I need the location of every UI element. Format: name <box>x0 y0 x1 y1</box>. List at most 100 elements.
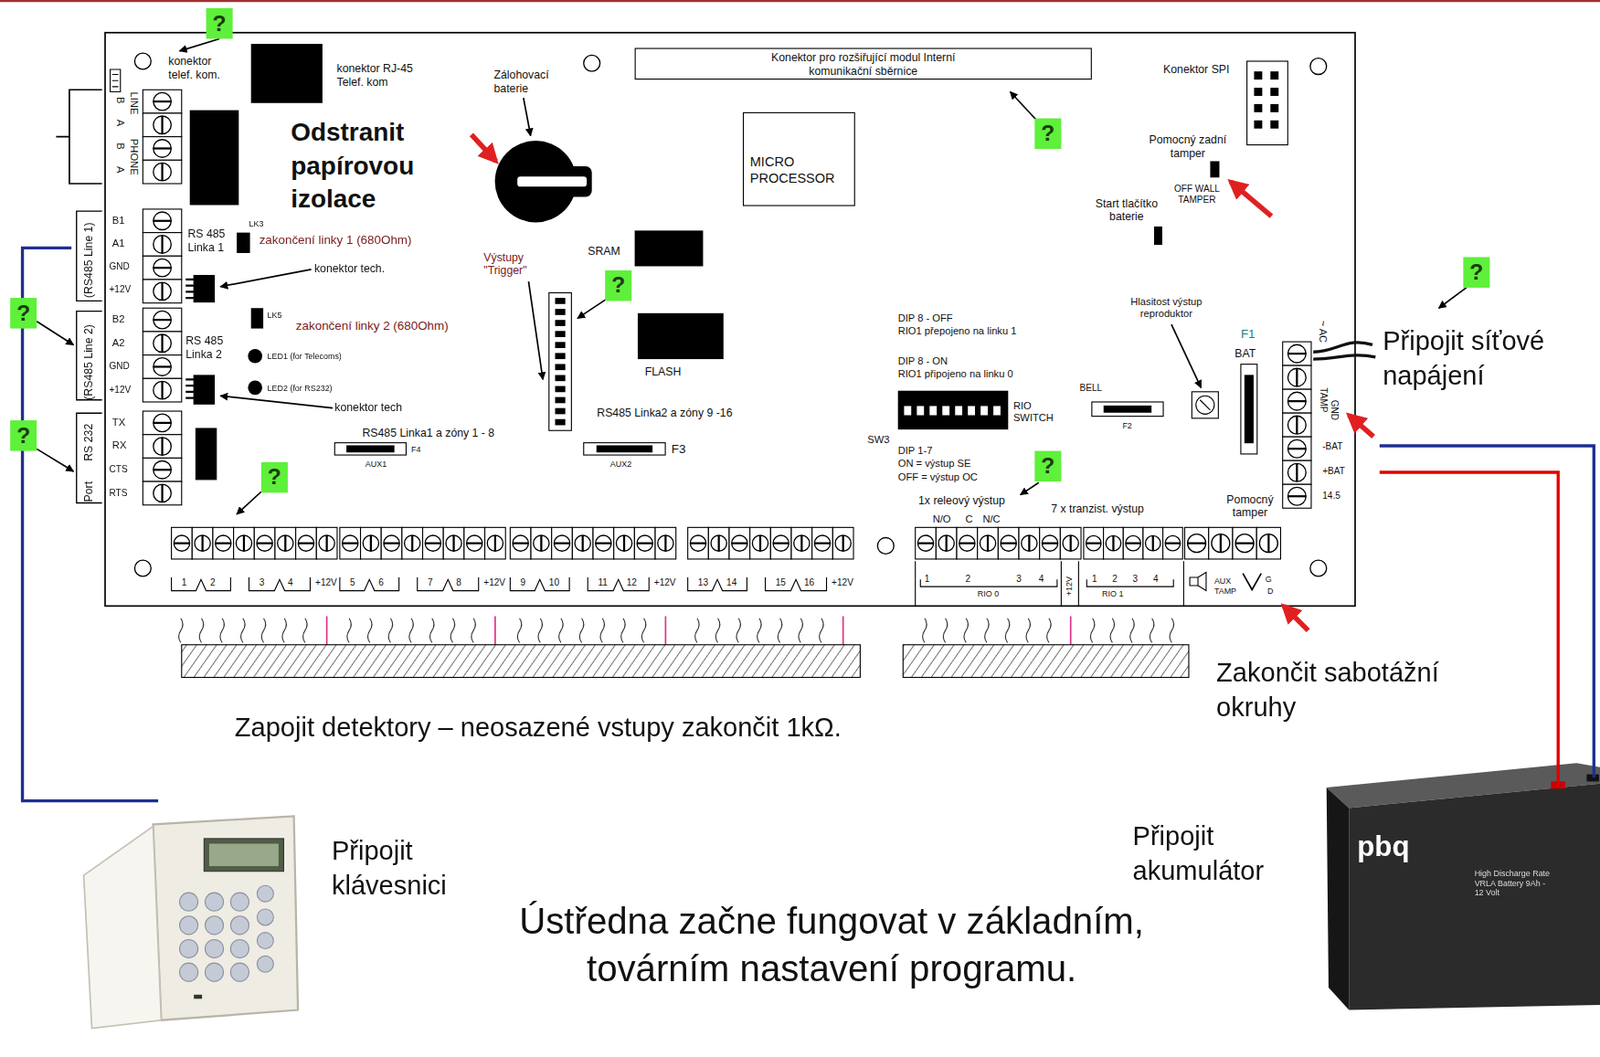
keypad-illustration <box>180 916 199 935</box>
label-text: A <box>114 166 127 173</box>
spi-pin <box>1270 120 1279 129</box>
screw-terminal <box>153 381 172 400</box>
screw-terminal <box>142 331 181 356</box>
screw-terminal <box>160 162 163 181</box>
screw-terminal <box>1027 535 1030 551</box>
cable-duct <box>181 645 861 679</box>
label-text: RIO SWITCH <box>1013 400 1065 425</box>
screw-terminal <box>153 358 172 377</box>
screw-terminal <box>582 535 584 551</box>
detector-wire <box>409 618 414 644</box>
screw-terminal <box>623 535 626 551</box>
zone-bracket <box>765 577 827 592</box>
screw-terminal <box>1059 527 1081 560</box>
screw-terminal <box>835 535 851 551</box>
label-text: C <box>964 513 973 526</box>
leader-arrow <box>577 297 609 318</box>
bracket <box>55 89 102 184</box>
keypad-illustration <box>230 963 249 982</box>
screw-terminal <box>160 484 163 503</box>
leader-arrow <box>36 321 74 346</box>
label-text: RIO 0 <box>977 589 999 600</box>
screw-terminal <box>142 209 181 234</box>
led <box>247 349 263 364</box>
spi-pin <box>1253 71 1279 129</box>
screw-terminal <box>212 527 234 560</box>
screw-terminal <box>814 542 830 545</box>
detector-wire <box>943 618 947 644</box>
detector-wire <box>261 618 265 644</box>
screw-terminal <box>512 535 529 551</box>
screw-terminal <box>485 527 507 560</box>
screw-terminal <box>142 279 181 304</box>
screw-terminal <box>1295 415 1298 435</box>
screw-terminal <box>423 527 445 560</box>
detector-wire <box>964 618 968 644</box>
screw-terminal <box>1256 527 1281 560</box>
screw-terminal <box>1259 534 1278 553</box>
screw-terminal <box>194 535 211 551</box>
trigger-pin <box>554 341 565 349</box>
cable-duct <box>902 645 1189 679</box>
detector-wire <box>922 618 927 644</box>
label-text: 10 <box>549 577 560 589</box>
label-text: Zálohovací baterie <box>493 68 565 96</box>
detector-wire <box>538 618 542 644</box>
label-text: Konektor SPI <box>1163 63 1230 77</box>
spi-pin <box>1253 87 1262 96</box>
label-text: TX <box>112 416 126 429</box>
screw-terminal <box>383 535 400 551</box>
label-text: D <box>1267 586 1273 597</box>
spi-pin <box>1253 104 1262 113</box>
label-text: A1 <box>112 237 126 250</box>
label-text: B2 <box>112 313 126 326</box>
label-text: B <box>114 142 127 149</box>
question-marker: ? <box>1462 256 1490 288</box>
screw-terminal <box>752 535 768 551</box>
bus-connector-box: Konektor pro rozšiřující modul Interní k… <box>635 47 1092 80</box>
screw-terminal <box>977 527 999 560</box>
screw-terminal <box>1021 535 1038 551</box>
screw-terminal <box>773 535 789 551</box>
mounting-hole <box>134 560 151 577</box>
fuse-symbol <box>347 445 394 453</box>
detector-wire <box>1070 615 1072 645</box>
screw-terminal <box>142 233 181 257</box>
node-text: ? <box>267 462 282 494</box>
screw-terminal <box>710 535 727 551</box>
label-text: 3 <box>1133 573 1139 585</box>
screw-terminal <box>160 334 163 353</box>
screw-terminal <box>153 162 172 181</box>
label-text: CTS <box>108 464 128 476</box>
screw-terminal <box>142 457 181 482</box>
label-text: RS485 Linka1 a zóny 1 - 8 <box>361 426 495 441</box>
screw-terminal <box>689 535 706 551</box>
question-marker: ? <box>1034 118 1061 150</box>
tech-connector <box>193 275 214 303</box>
label-text: SW3 <box>867 434 890 446</box>
detector-wire <box>1149 618 1154 644</box>
screw-terminal <box>142 255 181 280</box>
label-text: 3 <box>1016 573 1022 585</box>
volume-potentiometer <box>1191 392 1219 419</box>
rj45-connector <box>251 43 323 104</box>
screw-terminal <box>917 542 933 545</box>
trigger-connector <box>549 292 573 431</box>
processor-box: MICRO PROCESSOR <box>742 112 856 207</box>
screw-terminal <box>1282 413 1312 437</box>
screw-terminal <box>729 527 751 560</box>
label-text: N/O <box>932 513 952 526</box>
screw-terminal <box>297 542 314 545</box>
node-text: ? <box>212 8 227 40</box>
label-text: SRAM <box>587 244 620 259</box>
detector-wire <box>241 618 245 644</box>
keypad-illustration <box>180 885 275 982</box>
screw-terminal <box>142 113 181 138</box>
screw-terminal <box>153 334 172 353</box>
screw-terminal <box>791 527 813 560</box>
label-text: pbq <box>1356 828 1410 867</box>
label-text: 2 <box>964 573 971 585</box>
label-text: F1 <box>1240 326 1256 341</box>
tech-connector <box>185 379 194 398</box>
screw-terminal <box>1287 463 1306 482</box>
